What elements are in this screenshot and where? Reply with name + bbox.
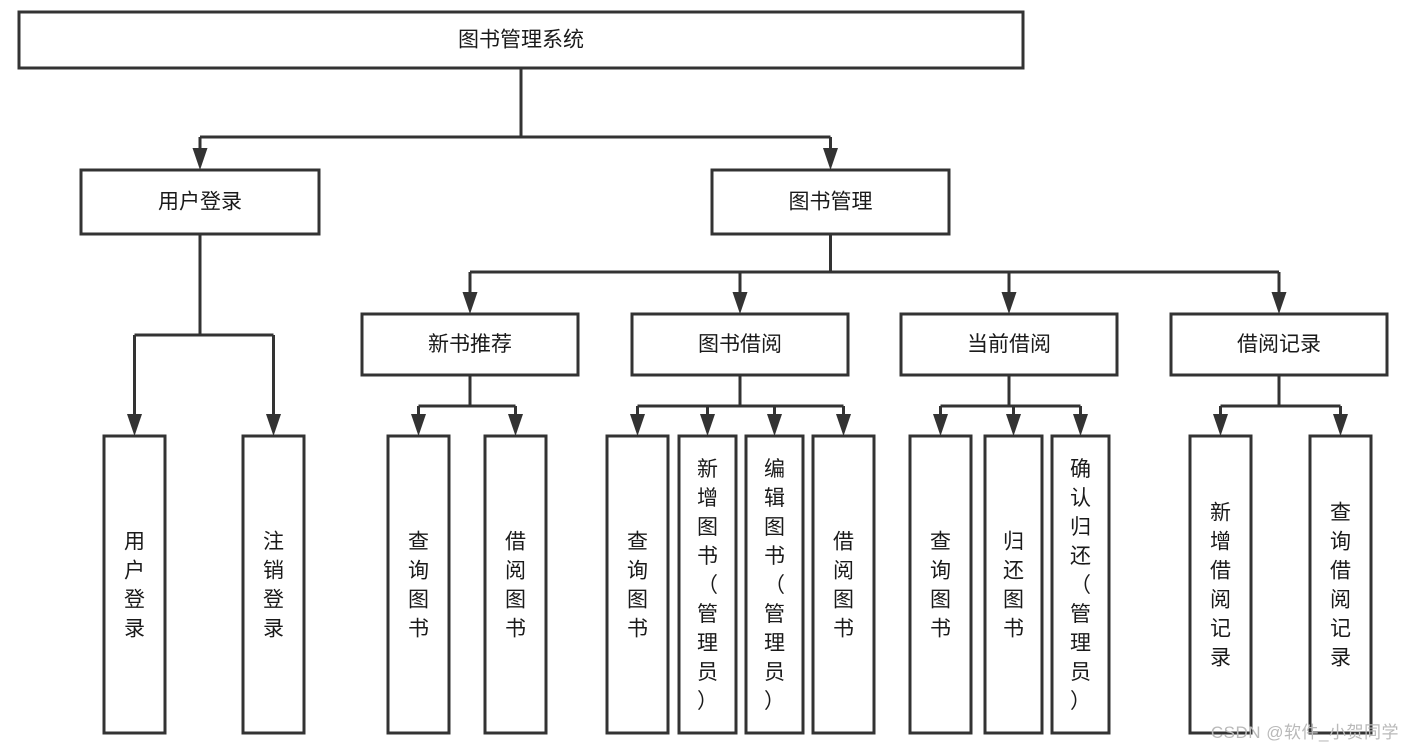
arrow-head-icon [1006, 414, 1021, 436]
node-label: 图书借阅 [698, 333, 782, 356]
connector-group [192, 68, 838, 170]
node-box[interactable] [386, 434, 451, 735]
node-label: 图书管理 [789, 191, 873, 214]
node-label: 确认归还（管理员） [1070, 458, 1091, 713]
arrow-head-icon [823, 148, 838, 170]
node-leaf-query-record[interactable]: 查询借阅记录 [1308, 434, 1373, 735]
node-label: 归还图书 [1003, 531, 1024, 641]
node-leaf-user-login[interactable]: 用户登录 [102, 434, 167, 735]
node-label: 当前借阅 [967, 333, 1051, 356]
arrow-head-icon [508, 414, 523, 436]
node-box[interactable] [710, 168, 951, 236]
node-leaf-query-book-1[interactable]: 查询图书 [386, 434, 451, 735]
node-label: 查询图书 [930, 531, 951, 641]
arrow-head-icon [1213, 414, 1228, 436]
node-leaf-query-book-2[interactable]: 查询图书 [605, 434, 670, 735]
node-label: 新书推荐 [428, 333, 512, 356]
node-box[interactable] [899, 312, 1119, 377]
arrow-head-icon [767, 414, 782, 436]
node-borrow-record[interactable]: 借阅记录 [1169, 312, 1389, 377]
arrow-head-icon [630, 414, 645, 436]
node-label: 借阅记录 [1237, 333, 1321, 356]
connector-group [127, 234, 281, 436]
node-label: 注销登录 [263, 531, 284, 641]
node-box[interactable] [241, 434, 306, 735]
arrow-head-icon [933, 414, 948, 436]
node-box[interactable] [102, 434, 167, 735]
node-user-login[interactable]: 用户登录 [79, 168, 321, 236]
node-book-manage[interactable]: 图书管理 [710, 168, 951, 236]
node-leaf-borrow-book-2[interactable]: 借阅图书 [811, 434, 876, 735]
node-label: 用户登录 [158, 191, 242, 214]
node-label: 图书管理系统 [458, 29, 584, 52]
connector-group [630, 375, 851, 436]
arrow-head-icon [1333, 414, 1348, 436]
node-box[interactable] [744, 434, 805, 735]
connector-layer [127, 68, 1348, 436]
arrow-head-icon [836, 414, 851, 436]
connector-group [411, 375, 523, 436]
node-label: 查询图书 [408, 531, 429, 641]
node-leaf-query-book-3[interactable]: 查询图书 [908, 434, 973, 735]
node-leaf-return-book[interactable]: 归还图书 [983, 434, 1044, 735]
node-label: 新增借阅记录 [1210, 502, 1231, 670]
node-leaf-add-book[interactable]: 新增图书（管理员） [677, 434, 738, 735]
node-label: 查询图书 [627, 531, 648, 641]
arrow-head-icon [127, 414, 142, 436]
node-leaf-borrow-book-1[interactable]: 借阅图书 [483, 434, 548, 735]
node-leaf-edit-book[interactable]: 编辑图书（管理员） [744, 434, 805, 735]
node-box[interactable] [811, 434, 876, 735]
node-box[interactable] [17, 10, 1025, 70]
node-label: 新增图书（管理员） [697, 458, 718, 713]
node-box[interactable] [483, 434, 548, 735]
node-box[interactable] [983, 434, 1044, 735]
node-label: 编辑图书（管理员） [764, 458, 785, 713]
node-box[interactable] [630, 312, 850, 377]
connector-group [1213, 375, 1348, 436]
arrow-head-icon [1073, 414, 1088, 436]
node-label: 查询借阅记录 [1330, 502, 1351, 670]
arrow-head-icon [266, 414, 281, 436]
node-box[interactable] [908, 434, 973, 735]
node-book-borrow[interactable]: 图书借阅 [630, 312, 850, 377]
node-box[interactable] [1308, 434, 1373, 735]
arrow-head-icon [411, 414, 426, 436]
node-box[interactable] [1169, 312, 1389, 377]
node-box[interactable] [1188, 434, 1253, 735]
node-leaf-logout[interactable]: 注销登录 [241, 434, 306, 735]
node-label: 用户登录 [124, 531, 145, 641]
arrow-head-icon [732, 292, 748, 314]
arrow-head-icon [1001, 292, 1017, 314]
node-box[interactable] [677, 434, 738, 735]
connector-group [933, 375, 1088, 436]
node-box[interactable] [360, 312, 580, 377]
node-leaf-confirm-return[interactable]: 确认归还（管理员） [1050, 434, 1111, 735]
node-box[interactable] [605, 434, 670, 735]
node-layer: 图书管理系统用户登录图书管理新书推荐图书借阅当前借阅借阅记录用户登录注销登录查询… [17, 10, 1389, 735]
arrow-head-icon [462, 292, 478, 314]
node-box[interactable] [1050, 434, 1111, 735]
arrow-head-icon [1271, 292, 1287, 314]
arrow-head-icon [192, 148, 208, 170]
arrow-head-icon [700, 414, 715, 436]
node-leaf-add-record[interactable]: 新增借阅记录 [1188, 434, 1253, 735]
node-new-book-rec[interactable]: 新书推荐 [360, 312, 580, 377]
connector-group [462, 234, 1287, 314]
node-box[interactable] [79, 168, 321, 236]
node-root[interactable]: 图书管理系统 [17, 10, 1025, 70]
node-label: 借阅图书 [505, 531, 526, 641]
node-label: 借阅图书 [833, 531, 854, 641]
node-current-borrow[interactable]: 当前借阅 [899, 312, 1119, 377]
